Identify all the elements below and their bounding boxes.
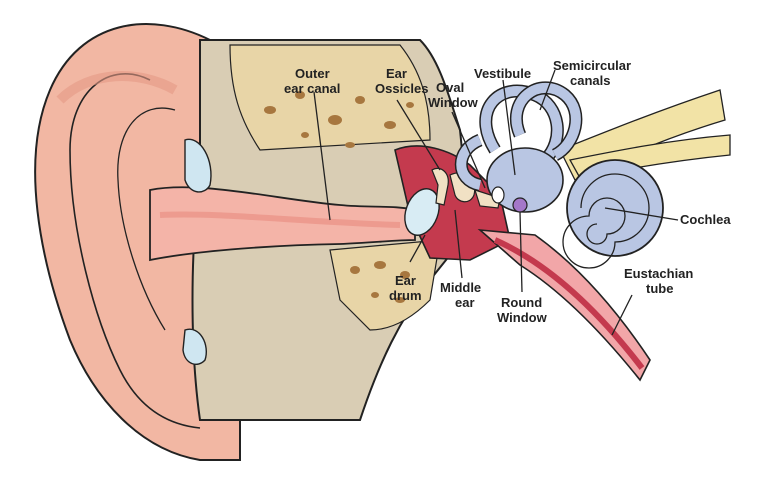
- labels: Outer ear canal Ear Ossicles Oval Window…: [284, 58, 731, 325]
- label-eustachian-tube: Eustachian tube: [624, 266, 697, 296]
- ear-canal: [149, 186, 416, 262]
- eustachian-tube-shape: [477, 228, 651, 382]
- label-ear-drum: Ear drum: [389, 273, 422, 303]
- label-vestibule: Vestibule: [474, 66, 531, 81]
- round-window: [512, 197, 528, 213]
- label-semicircular-canals: Semicircular canals: [553, 58, 635, 88]
- label-round-window: Round Window: [497, 295, 548, 325]
- ear-drum: [404, 188, 440, 236]
- oval-window: [491, 186, 505, 204]
- cartilage-lower: [182, 328, 207, 366]
- inner-ear: [454, 81, 731, 269]
- label-outer-ear-canal: Outer ear canal: [284, 66, 340, 96]
- label-ear-ossicles: Ear Ossicles: [375, 66, 429, 96]
- label-cochlea: Cochlea: [680, 212, 731, 227]
- label-oval-window: Oval Window: [428, 80, 479, 110]
- label-middle-ear: Middle ear: [440, 280, 485, 310]
- cartilage-upper: [184, 138, 212, 193]
- leader-lines: [313, 69, 679, 336]
